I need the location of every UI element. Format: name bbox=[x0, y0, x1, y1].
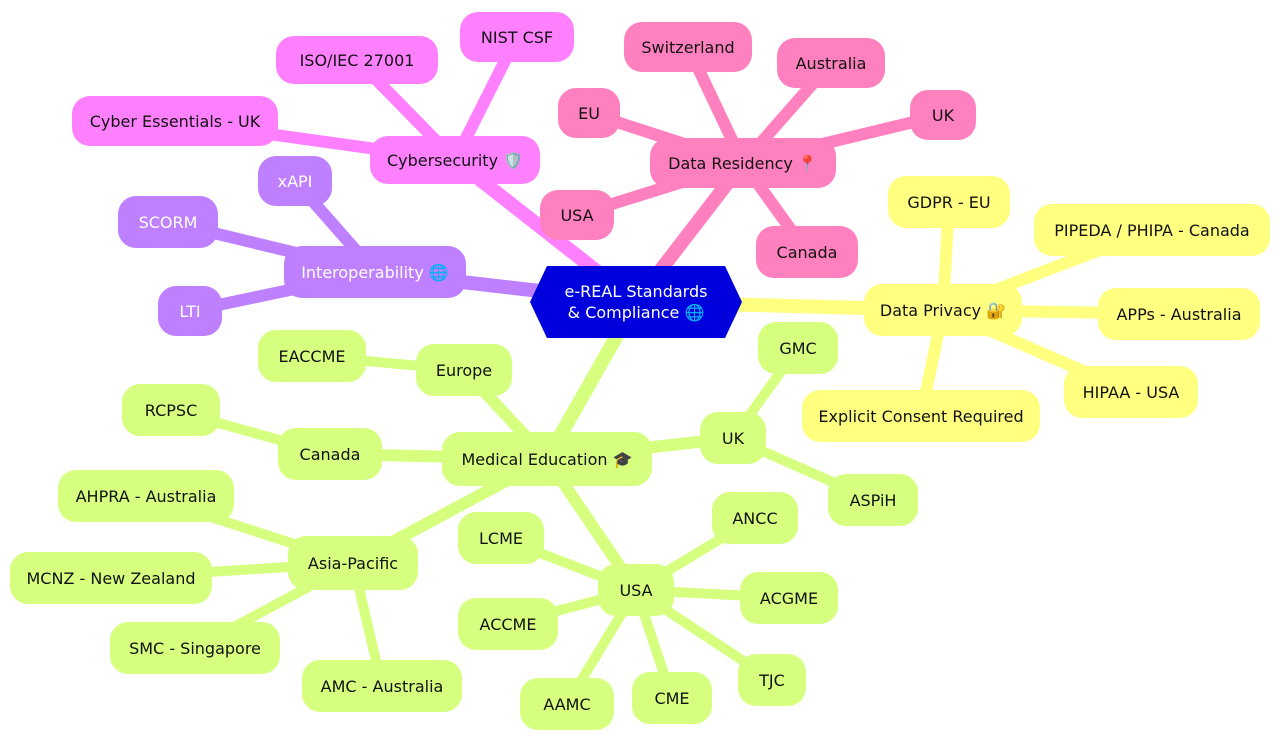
node-label-hipaa: HIPAA - USA bbox=[1082, 382, 1180, 402]
node-label-cme: CME bbox=[654, 688, 690, 708]
node-accme[interactable]: ACCME bbox=[458, 598, 558, 650]
node-label-asiapac: Asia-Pacific bbox=[307, 553, 399, 573]
node-label-xapi: xAPI bbox=[277, 171, 313, 191]
node-lti[interactable]: LTI bbox=[158, 286, 222, 336]
node-label-cyber: Cybersecurity 🛡️ bbox=[386, 150, 524, 170]
node-label-meded: Medical Education 🎓 bbox=[461, 449, 633, 469]
node-switzerland[interactable]: Switzerland bbox=[624, 22, 752, 72]
node-ahpra[interactable]: AHPRA - Australia bbox=[58, 470, 234, 522]
node-xapi[interactable]: xAPI bbox=[258, 156, 332, 206]
node-label-aspih: ASPiH bbox=[849, 490, 897, 510]
node-scorm[interactable]: SCORM bbox=[118, 196, 218, 248]
node-uk_m[interactable]: UK bbox=[700, 412, 766, 464]
node-label-pipeda: PIPEDA / PHIPA - Canada bbox=[1054, 220, 1250, 240]
node-hipaa[interactable]: HIPAA - USA bbox=[1064, 366, 1198, 418]
node-label-privacy: Data Privacy 🔐 bbox=[879, 300, 1007, 320]
node-label-switzerland: Switzerland bbox=[641, 37, 735, 57]
node-consent[interactable]: Explicit Consent Required bbox=[802, 390, 1040, 442]
node-label-consent: Explicit Consent Required bbox=[818, 406, 1024, 426]
node-uk_r[interactable]: UK bbox=[910, 90, 976, 140]
node-label-cyberess: Cyber Essentials - UK bbox=[89, 111, 261, 131]
node-eu_r[interactable]: EU bbox=[558, 88, 620, 138]
node-aspih[interactable]: ASPiH bbox=[828, 474, 918, 526]
node-gdpr[interactable]: GDPR - EU bbox=[888, 176, 1010, 228]
node-label-ancc: ANCC bbox=[732, 508, 778, 528]
node-label-australia_r: Australia bbox=[795, 53, 867, 73]
node-label-lti: LTI bbox=[179, 301, 201, 321]
node-label-acgme: ACGME bbox=[759, 588, 819, 608]
node-label-center: e-REAL Standards & Compliance 🌐 bbox=[564, 282, 708, 322]
node-gmc[interactable]: GMC bbox=[758, 322, 838, 374]
node-interop[interactable]: Interoperability 🌐 bbox=[284, 246, 466, 298]
node-ancc[interactable]: ANCC bbox=[712, 492, 798, 544]
node-label-eu_r: EU bbox=[578, 103, 600, 123]
node-label-residency: Data Residency 📍 bbox=[668, 153, 818, 173]
node-canada_r[interactable]: Canada bbox=[756, 226, 858, 278]
node-usa_m[interactable]: USA bbox=[598, 564, 674, 616]
node-label-ahpra: AHPRA - Australia bbox=[75, 486, 217, 506]
node-europe[interactable]: Europe bbox=[416, 344, 512, 396]
node-canada_m[interactable]: Canada bbox=[278, 428, 382, 480]
node-asiapac[interactable]: Asia-Pacific bbox=[288, 536, 418, 590]
node-label-canada_m: Canada bbox=[299, 444, 361, 464]
node-cyber[interactable]: Cybersecurity 🛡️ bbox=[370, 136, 540, 184]
node-australia_r[interactable]: Australia bbox=[777, 38, 885, 88]
node-smc[interactable]: SMC - Singapore bbox=[110, 622, 280, 674]
node-nist[interactable]: NIST CSF bbox=[460, 12, 574, 62]
node-label-gdpr: GDPR - EU bbox=[907, 192, 991, 212]
node-usa_r[interactable]: USA bbox=[540, 190, 614, 240]
node-meded[interactable]: Medical Education 🎓 bbox=[442, 432, 652, 486]
node-label-canada_r: Canada bbox=[776, 242, 838, 262]
node-privacy[interactable]: Data Privacy 🔐 bbox=[864, 284, 1022, 336]
node-label-aamc: AAMC bbox=[543, 694, 591, 714]
node-label-usa_m: USA bbox=[619, 580, 653, 600]
node-residency[interactable]: Data Residency 📍 bbox=[650, 138, 836, 188]
node-label-gmc: GMC bbox=[779, 338, 817, 358]
node-label-rcpsc: RCPSC bbox=[144, 400, 198, 420]
node-apps[interactable]: APPs - Australia bbox=[1098, 288, 1260, 340]
node-label-uk_r: UK bbox=[931, 105, 955, 125]
node-label-mcnz: MCNZ - New Zealand bbox=[26, 568, 196, 588]
node-label-amc: AMC - Australia bbox=[320, 676, 444, 696]
node-center[interactable]: e-REAL Standards & Compliance 🌐 bbox=[530, 266, 742, 338]
node-label-iso: ISO/IEC 27001 bbox=[299, 50, 415, 70]
node-label-usa_r: USA bbox=[560, 205, 594, 225]
node-eaccme[interactable]: EACCME bbox=[258, 330, 366, 382]
node-label-eaccme: EACCME bbox=[278, 346, 346, 366]
node-label-scorm: SCORM bbox=[138, 212, 198, 232]
node-pipeda[interactable]: PIPEDA / PHIPA - Canada bbox=[1034, 204, 1270, 256]
node-cyberess[interactable]: Cyber Essentials - UK bbox=[72, 96, 278, 146]
node-label-smc: SMC - Singapore bbox=[129, 638, 261, 658]
node-label-lcme: LCME bbox=[479, 528, 523, 548]
node-iso[interactable]: ISO/IEC 27001 bbox=[276, 36, 438, 84]
node-tjc[interactable]: TJC bbox=[738, 654, 806, 706]
node-label-europe: Europe bbox=[435, 360, 493, 380]
node-label-tjc: TJC bbox=[759, 670, 785, 690]
node-label-apps: APPs - Australia bbox=[1116, 304, 1242, 324]
node-cme[interactable]: CME bbox=[632, 672, 712, 724]
node-label-accme: ACCME bbox=[479, 614, 537, 634]
node-acgme[interactable]: ACGME bbox=[740, 572, 838, 624]
node-label-interop: Interoperability 🌐 bbox=[301, 262, 449, 282]
node-label-nist: NIST CSF bbox=[480, 27, 554, 47]
node-amc[interactable]: AMC - Australia bbox=[302, 660, 462, 712]
node-mcnz[interactable]: MCNZ - New Zealand bbox=[10, 552, 212, 604]
node-label-uk_m: UK bbox=[721, 428, 745, 448]
node-rcpsc[interactable]: RCPSC bbox=[122, 384, 220, 436]
node-lcme[interactable]: LCME bbox=[458, 512, 544, 564]
node-aamc[interactable]: AAMC bbox=[520, 678, 614, 730]
